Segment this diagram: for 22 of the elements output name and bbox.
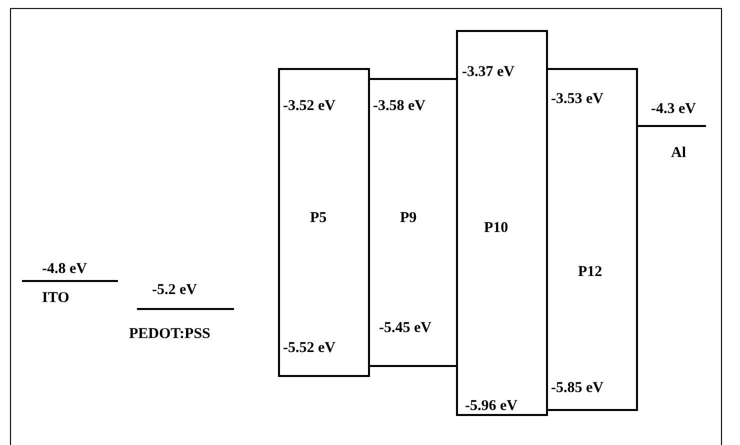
polymer-name: P5	[310, 210, 327, 227]
lumo-value: -3.58 eV	[373, 98, 426, 115]
energy-level-value: -5.2 eV	[152, 282, 197, 299]
polymer-name: P9	[400, 210, 417, 227]
homo-value: -5.45 eV	[379, 320, 432, 337]
lumo-value: -3.37 eV	[462, 64, 514, 81]
energy-band-box	[456, 30, 548, 416]
lumo-value: -3.53 eV	[551, 91, 604, 108]
material-name: PEDOT:PSS	[129, 326, 210, 343]
material-name: Al	[671, 145, 686, 162]
energy-band-box	[368, 78, 458, 367]
energy-band-box	[546, 68, 638, 411]
homo-value: -5.85 eV	[551, 380, 604, 397]
homo-value: -5.52 eV	[283, 340, 336, 357]
polymer-name: P12	[578, 264, 602, 281]
energy-level-value: -4.8 eV	[42, 261, 87, 278]
lumo-value: -3.52 eV	[283, 98, 336, 115]
energy-level-value: -4.3 eV	[651, 101, 696, 118]
homo-value: -5.96 eV	[465, 398, 518, 415]
energy-band-box	[278, 68, 370, 377]
polymer-name: P10	[484, 220, 508, 237]
material-name: ITO	[42, 290, 70, 307]
